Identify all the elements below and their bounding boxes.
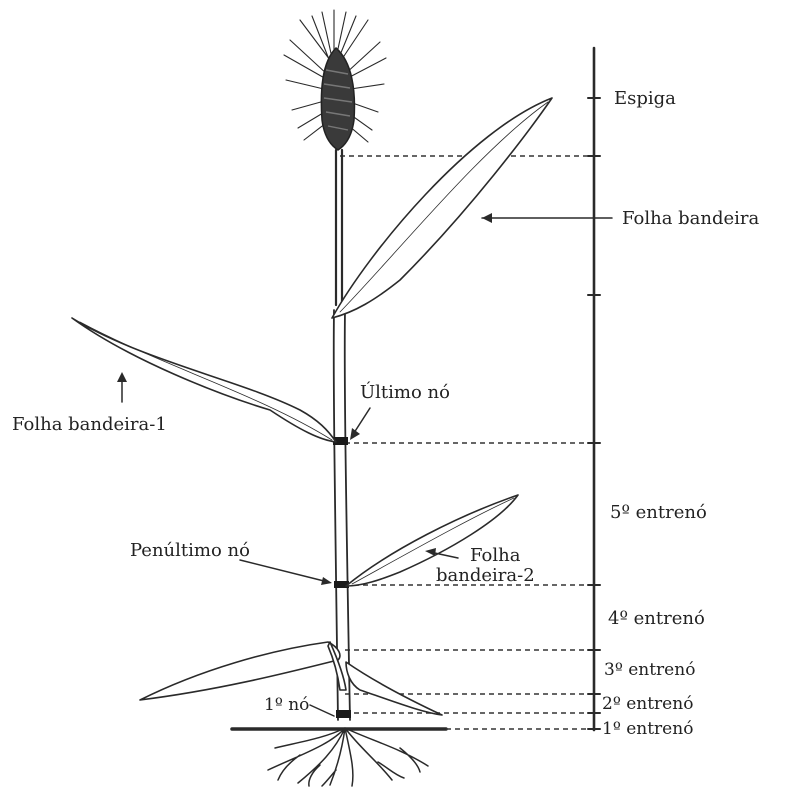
stem [333,150,351,720]
node-primeiro [336,710,351,718]
arrow-penultimo-no-head [321,577,332,585]
label-folha-bandeira-1: Folha bandeira-1 [12,414,167,435]
label-penultimo-no: Penúltimo nó [130,540,250,561]
label-folha-bandeira: Folha bandeira [622,208,760,229]
arrow-penultimo-no [240,560,328,582]
label-ultimo-no: Último nó [360,380,450,403]
spike [284,10,386,150]
arrow-folha-bandeira-head [482,213,492,223]
leaf-lower-right [346,662,442,715]
label-espiga: Espiga [614,88,676,109]
label-primeiro-no: 1º nó [264,695,309,715]
arrow-ultimo-no-head [350,428,360,440]
label-1-entreno: 1º entrenó [602,719,693,739]
roots [268,728,428,786]
label-folha-bandeira-2-line1: Folha [470,545,521,566]
label-5-entreno: 5º entrenó [610,502,707,523]
label-4-entreno: 4º entrenó [608,608,705,629]
leaves [72,98,552,715]
labels: Espiga Folha bandeira 5º entrenó 4º entr… [12,88,760,739]
leaf-lower-left [140,642,340,700]
arrow-folha-bandeira-1-head [117,372,127,382]
ground-and-roots [232,728,588,786]
arrow-primeiro-no [310,705,334,716]
label-folha-bandeira-2-line2: bandeira-2 [436,565,535,586]
dashed-guides [340,156,588,713]
label-3-entreno: 3º entrenó [604,660,695,680]
stage-scale [588,48,600,730]
label-2-entreno: 2º entrenó [602,694,693,714]
stem-upper [336,150,342,305]
